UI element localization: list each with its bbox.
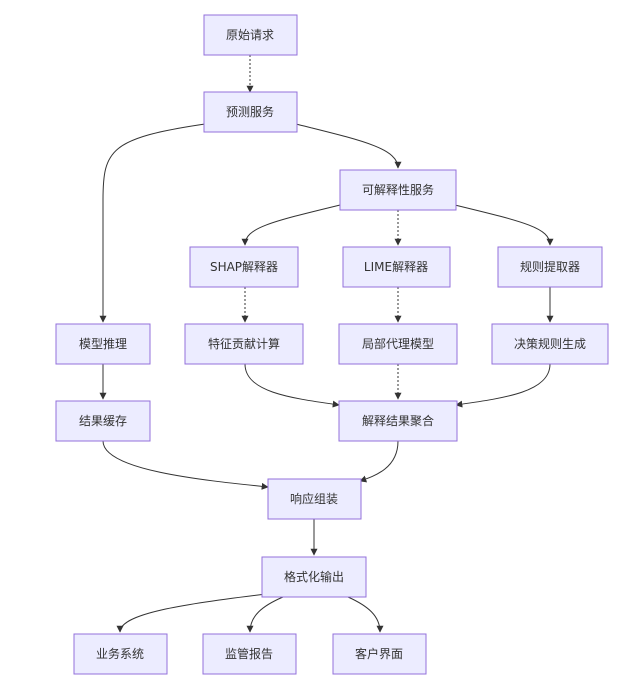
node-explanation-aggregation[interactable]: 解释结果聚合 [338, 400, 458, 442]
edge-k-m [102, 440, 269, 490]
node-label: 局部代理模型 [362, 336, 434, 351]
node-label: 原始请求 [226, 28, 274, 42]
node-prediction-service[interactable]: 预测服务 [203, 91, 298, 133]
node-formatted-output[interactable]: 格式化输出 [261, 556, 367, 598]
node-label: 特征贡献计算 [208, 336, 280, 351]
edge-h-l [244, 363, 340, 408]
node-label: 规则提取器 [520, 259, 580, 274]
node-label: 预测服务 [226, 104, 274, 119]
node-label: 解释结果聚合 [362, 413, 434, 428]
edge-c-d [241, 204, 341, 246]
node-result-cache[interactable]: 结果缓存 [55, 400, 151, 442]
node-label: 响应组装 [290, 491, 338, 506]
edge-n-p [246, 596, 284, 633]
node-label: 格式化输出 [284, 569, 344, 584]
node-local-surrogate[interactable]: 局部代理模型 [338, 323, 458, 365]
edge-n-o [116, 592, 276, 633]
node-label: 模型推理 [79, 337, 127, 351]
node-label: 结果缓存 [79, 414, 127, 428]
node-decision-rules[interactable]: 决策规则生成 [491, 323, 609, 365]
edge-l-m [359, 440, 399, 483]
edges [99, 55, 554, 633]
node-feature-contribution[interactable]: 特征贡献计算 [184, 323, 304, 365]
node-regulatory-report[interactable]: 监管报告 [202, 633, 297, 675]
node-label: 可解释性服务 [362, 182, 434, 197]
node-response-assembly[interactable]: 响应组装 [267, 478, 362, 520]
node-label: 客户界面 [355, 646, 403, 661]
edge-b-c [295, 123, 402, 169]
edge-c-f [454, 204, 554, 246]
node-rule-extractor[interactable]: 规则提取器 [497, 246, 603, 288]
node-lime-explainer[interactable]: LIME解释器 [342, 246, 451, 288]
node-customer-interface[interactable]: 客户界面 [332, 633, 427, 675]
node-business-system[interactable]: 业务系统 [73, 633, 168, 675]
node-label: 决策规则生成 [514, 336, 586, 351]
node-model-inference[interactable]: 模型推理 [55, 323, 151, 365]
node-label: 业务系统 [96, 646, 144, 661]
nodes: 原始请求 预测服务 可解释性服务 SHAP解释器 LIME解释器 规则提取器 模… [55, 14, 609, 675]
node-label: LIME解释器 [364, 260, 428, 274]
edge-j-l [455, 363, 551, 408]
node-raw-request[interactable]: 原始请求 [203, 14, 298, 56]
node-shap-explainer[interactable]: SHAP解释器 [189, 246, 299, 288]
edge-b-g [99, 123, 206, 323]
edge-n-q [347, 596, 384, 633]
node-label: SHAP解释器 [210, 260, 278, 274]
node-explainability-service[interactable]: 可解释性服务 [339, 169, 457, 211]
node-label: 监管报告 [225, 646, 273, 661]
